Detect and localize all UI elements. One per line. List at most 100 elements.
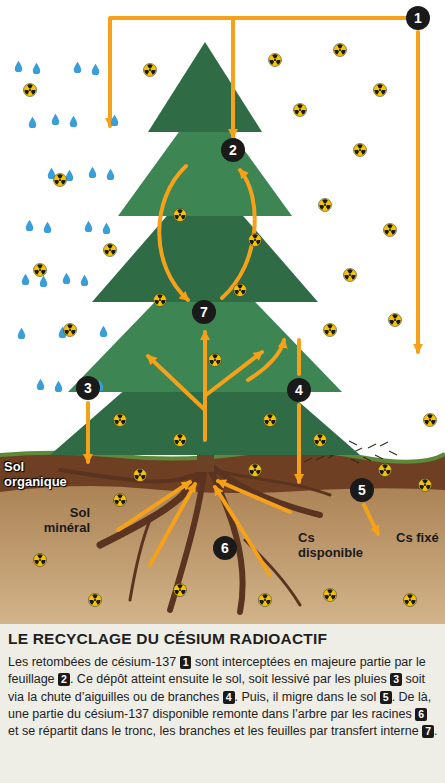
illustration-part xyxy=(416,32,420,352)
rain-drop xyxy=(29,117,37,129)
radioactive-symbol xyxy=(88,593,101,606)
callout-text: 6 xyxy=(221,541,229,555)
radioactive-symbol xyxy=(373,83,386,96)
callout-text: 3 xyxy=(84,381,92,395)
caption-callout: 3 xyxy=(390,673,402,686)
radioactive-symbol xyxy=(258,593,271,606)
callout-text: 4 xyxy=(295,383,303,397)
radioactive-symbol xyxy=(133,468,146,481)
rain-drop xyxy=(22,274,30,286)
rain-drop xyxy=(81,275,89,287)
fallen-needle xyxy=(304,458,312,462)
callout-number: 1 xyxy=(406,6,430,30)
roots xyxy=(60,465,330,612)
orange-flow-arrows xyxy=(88,18,418,575)
callout-text: 1 xyxy=(414,11,422,25)
soil-label: Cs disponible xyxy=(298,531,376,561)
rain-drop xyxy=(89,167,97,179)
radioactive-symbol xyxy=(403,593,416,606)
radioactive-symbol xyxy=(333,43,346,56)
rain-drop xyxy=(107,169,115,181)
rain-drop xyxy=(111,115,119,127)
radioactive-symbol xyxy=(323,588,336,601)
caption-run: . Puis, il migre dans le sol xyxy=(235,690,377,704)
fallen-needle xyxy=(316,456,324,460)
soil-label: Sol minéral xyxy=(24,506,90,536)
illustration-part xyxy=(159,166,188,300)
radioactive-symbol xyxy=(173,208,186,221)
radioactive-symbol xyxy=(343,268,356,281)
caption-run: Les retombées de césium-137 xyxy=(8,655,176,669)
rain-drop xyxy=(18,328,26,340)
radioactive-symbol xyxy=(353,143,366,156)
illustration-part xyxy=(60,470,205,482)
illustration-part xyxy=(206,352,262,395)
caption-callout: 2 xyxy=(58,673,70,686)
flow-arrow xyxy=(233,18,406,137)
conifer-crown xyxy=(50,42,360,455)
fallen-needle xyxy=(351,459,359,463)
callout-number: 2 xyxy=(221,138,245,162)
radioactive-symbol xyxy=(293,103,306,116)
callout-text: 2 xyxy=(229,143,237,157)
radioactive-symbol xyxy=(33,553,46,566)
radioactive-symbol xyxy=(173,583,186,596)
fallen-needle xyxy=(363,457,371,461)
illustration-part xyxy=(297,405,301,482)
illustration-part xyxy=(86,403,90,462)
illustration-part xyxy=(297,340,301,374)
caption-run: . xyxy=(434,724,437,738)
illustration-part xyxy=(215,470,330,495)
rain-drop xyxy=(33,63,41,75)
radioactive-symbol xyxy=(318,198,331,211)
radioactive-symbol xyxy=(313,433,326,446)
figure-title: LE RECYCLAGE DU CÉSIUM RADIOACTIF xyxy=(8,630,438,648)
fallen-needle xyxy=(389,451,397,455)
fallen-needle xyxy=(349,441,357,445)
rain-drop xyxy=(52,114,60,126)
radioactive-symbol xyxy=(103,243,116,256)
rain-drop xyxy=(103,223,111,235)
rain-drops xyxy=(15,61,119,393)
radioactive-symbol xyxy=(418,478,431,491)
caption-callout: 4 xyxy=(223,691,235,704)
rain-drop xyxy=(40,276,48,288)
radioactive-symbol xyxy=(113,413,126,426)
radioactive-symbol xyxy=(233,283,246,296)
radioactive-symbol xyxy=(113,493,126,506)
callout-text: 7 xyxy=(200,305,208,319)
caption-callout: 7 xyxy=(422,725,434,738)
radioactive-symbols xyxy=(23,43,436,606)
illustration-part xyxy=(110,18,233,126)
soil-label: Cs fixé xyxy=(396,531,440,546)
caption-callout: 6 xyxy=(415,708,427,721)
radioactive-symbol xyxy=(33,263,46,276)
illustration-part xyxy=(148,356,205,410)
radioactive-symbol xyxy=(63,323,76,336)
caption-run: . Ce dépôt atteint ensuite le sol, soit … xyxy=(70,672,387,686)
rain-drop xyxy=(44,222,52,234)
callout-text: 5 xyxy=(358,483,366,497)
illustration-part xyxy=(150,484,195,565)
rain-drop xyxy=(92,64,100,76)
illustration-part xyxy=(148,42,262,132)
fallen-needle xyxy=(375,455,383,459)
rain-drop xyxy=(26,220,34,232)
caption-panel xyxy=(0,624,445,783)
rain-drop xyxy=(55,381,63,393)
radioactive-symbol xyxy=(388,313,401,326)
illustration-part xyxy=(215,487,270,575)
figure-caption: Les retombées de césium-137 1 sont inter… xyxy=(8,654,438,740)
fallen-needle xyxy=(380,442,388,446)
caption-callout: 5 xyxy=(380,691,392,704)
radioactive-symbol xyxy=(248,463,261,476)
radioactive-symbol xyxy=(23,83,36,96)
illustration-part xyxy=(130,520,150,600)
radioactive-symbol xyxy=(248,233,261,246)
illustration-part xyxy=(118,482,190,530)
radioactive-symbol xyxy=(323,323,336,336)
fallen-needle xyxy=(368,444,376,448)
caption-callout: 1 xyxy=(180,656,192,669)
callout-number: 4 xyxy=(287,378,311,402)
